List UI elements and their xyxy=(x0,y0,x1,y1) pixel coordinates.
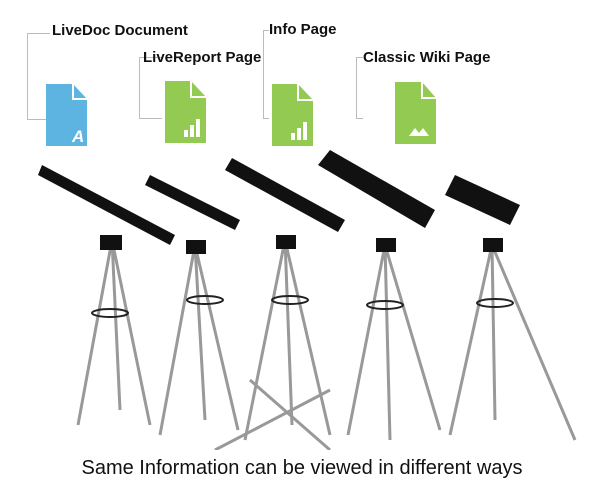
livereport-label: LiveReport Page xyxy=(143,49,262,66)
telescopes-illustration xyxy=(38,150,577,450)
info-page-label: Info Page xyxy=(269,21,337,38)
bracket-line xyxy=(139,57,162,119)
document-image-icon xyxy=(395,82,436,144)
bracket-line xyxy=(27,33,50,120)
document-text-icon: A xyxy=(46,84,87,146)
bracket-line xyxy=(263,30,269,119)
bracket-line xyxy=(356,57,363,119)
document-chart-icon xyxy=(165,81,206,143)
classic-wiki-label: Classic Wiki Page xyxy=(363,49,491,66)
caption: Same Information can be viewed in differ… xyxy=(81,457,523,479)
livedoc-label: LiveDoc Document xyxy=(52,22,188,39)
document-chart-icon xyxy=(272,84,313,146)
document-letter: A xyxy=(71,127,84,146)
